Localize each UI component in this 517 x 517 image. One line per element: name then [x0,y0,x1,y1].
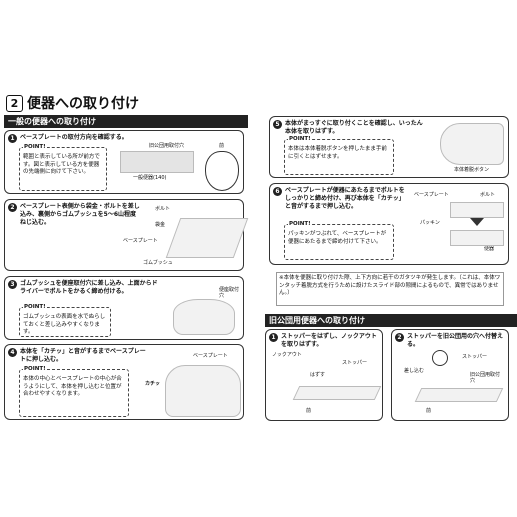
caution-note: ※本体を便器に取り付けた際、上下方向に若干のガタツキが発生します。（これは、本体… [276,272,504,306]
step-4: 4 本体を「カチッ」と音がするまでベースプレートに押し込む。 [8,348,146,364]
point-5-text: パッキンがつぶれて、ベースプレートが便器にあたるまで締め付けて下さい。 [288,231,387,245]
section-number: 2 [6,94,23,112]
step-1: 1 ベースプレートの取付方向を確認する。 [8,134,158,143]
sub-step-1-panel: 1 ストッパーをはずし、ノックアウトを取りはずす。 ノックアウト ストッパー は… [265,329,383,421]
push-label: 差し込む [404,368,425,374]
sub-step-2-panel: 2 ストッパーを旧公団用の穴へ付替える。 ストッパー 差し込む 旧公団用取付穴 … [391,329,509,421]
step-4-panel: 4 本体を「カチッ」と音がするまでベースプレートに押し込む。 POINT! 本体… [4,344,244,420]
point-label: POINT! [288,136,312,144]
point-label: POINT! [288,221,312,229]
bolt-label: ボルト [155,206,171,212]
s6-toilet-label: 便器 [484,246,495,252]
fukukin-label: 袋金 [155,222,166,228]
sub-step-2-number: 2 [395,333,404,342]
sub-step-1: 1 ストッパーをはずし、ノックアウトを取りはずす。 [269,333,379,349]
step-5-panel: 5 本体がまっすぐに取り付くことを確認し、いったん本体を取りはずす。 POINT… [269,116,509,178]
step-5-text: 本体がまっすぐに取り付くことを確認し、いったん本体を取りはずす。 [285,120,423,135]
step-3-text: ゴムブッシュを便座取付穴に差し込み、上面からドライバーでボルトをかるく締め付ける… [20,280,158,295]
sub-step-1-text: ストッパーをはずし、ノックアウトを取りはずす。 [281,333,377,348]
s5-button-label: 本体着脱ボタン [454,167,490,173]
plate-illustration-sub2 [414,388,504,402]
s1-front-label: 前 [219,143,225,149]
point-label: POINT! [23,304,47,312]
baseplate-label: ベースプレート [123,238,158,244]
step-1-panel: 1 ベースプレートの取付方向を確認する。 POINT! 範囲と表示している所が前… [4,130,244,194]
step-6: 6 ベースプレートが便器にあたるまでボルトをしっかりと締め付け、再び本体を「カチ… [273,187,407,211]
step-1-text: ベースプレートの取付方向を確認する。 [20,134,128,141]
step-2-panel: 2 ベースプレート表側から袋金・ボルトを差し込み、裏側からゴムブッシュを5～6山… [4,199,249,271]
down-arrow-icon [470,218,484,226]
step-4-number: 4 [8,348,17,357]
point-5-box: POINT! パッキンがつぶれて、ベースプレートが便器にあたるまで締め付けて下さ… [284,221,394,260]
step-3-panel: 3 ゴムブッシュを便座取付穴に差し込み、上面からドライバーでボルトをかるく締め付… [4,276,244,340]
baseplate-illustration-2 [165,218,249,258]
point-2-box: POINT! ゴムブッシュの表面を水でぬらしておくと差し込みやすくなります。 [19,304,111,337]
s6-packing-label: パッキン [420,220,440,226]
point-3-text: 本体の中心とベースプレートの中心が合うようにして、本体を押し込むと位置が合わせや… [23,376,122,397]
step-2: 2 ベースプレート表側から袋金・ボルトを差し込み、裏側からゴムブッシュを5～6山… [8,203,140,227]
step-1-number: 1 [8,134,17,143]
sub-step-2: 2 ストッパーを旧公団用の穴へ付替える。 [395,333,505,349]
old-hole-label: 旧公団用取付穴 [470,372,501,384]
s6-bolt-label: ボルト [480,192,496,198]
point-label: POINT! [23,144,47,152]
point-2-text: ゴムブッシュの表面を水でぬらしておくと差し込みやすくなります。 [23,314,106,335]
remove-label: はずす [310,372,326,378]
step-6-text: ベースプレートが便器にあたるまでボルトをしっかりと締め付け、再び本体を「カチッ」… [285,187,405,210]
sub-step-1-number: 1 [269,333,278,342]
step-4-text: 本体を「カチッ」と音がするまでベースプレートに押し込む。 [20,348,146,363]
toilet-seat-illustration [173,299,235,335]
section-header: 2 便器への取り付け [6,93,139,113]
step-3: 3 ゴムブッシュを便座取付穴に差し込み、上面からドライバーでボルトをかるく締め付… [8,280,158,296]
stopper-label-1: ストッパー [342,360,368,366]
step-5: 5 本体がまっすぐに取り付くことを確認し、いったん本体を取りはずす。 [273,120,423,136]
front-label-1: 前 [306,408,312,414]
s6-plate-label: ベースプレート [414,192,449,198]
unit-removal-illustration [440,123,504,165]
sub-step-2-text: ストッパーを旧公団用の穴へ付替える。 [407,333,504,348]
step-6-number: 6 [273,187,282,196]
point-3-box: POINT! 本体の中心とベースプレートの中心が合うようにして、本体を押し込むと… [19,366,129,417]
stopper-label-2: ストッパー [462,354,488,360]
point-1-text: 範囲と表示している所が前方です。図と表示している方を便器の先端側に向けて下さい。 [23,154,100,175]
point-4-box: POINT! 本体は本体着脱ボタンを押したまま手前に引くとはずせます。 [284,136,394,175]
gombush-label: ゴムブッシュ [143,260,173,266]
s1-bottom-label: 一般便器(140) [133,175,167,181]
plate-illustration-sub1 [292,386,382,400]
s4-click-label: カチッ [145,381,161,387]
s4-plate-label: ベースプレート [193,353,228,359]
step-2-text: ベースプレート表側から袋金・ボルトを差し込み、裏側からゴムブッシュを5～6山程度… [20,203,140,226]
section-title: 便器への取り付け [27,96,139,112]
step-5-number: 5 [273,120,282,129]
toilet-top-illustration [205,151,239,191]
step-3-number: 3 [8,280,17,289]
knockout-label: ノックアウト [272,352,302,358]
right-section-bar: 旧公団用便器への取り付け [265,314,517,327]
point-4-text: 本体は本体着脱ボタンを押したまま手前に引くとはずせます。 [288,146,387,160]
bolt-section-top [450,202,504,218]
point-1-box: POINT! 範囲と表示している所が前方です。図と表示している方を便器の先端側に… [19,144,107,191]
s3-hole-label: 便座取付穴 [219,287,240,299]
baseplate-illustration-1 [120,151,194,173]
step-6-panel: 6 ベースプレートが便器にあたるまでボルトをしっかりと締め付け、再び本体を「カチ… [269,183,509,265]
point-label: POINT! [23,366,47,374]
toilet-unit-illustration [165,365,241,417]
s1-top-label: 旧公団用取付穴 [149,143,185,149]
front-label-2: 前 [426,408,432,414]
stopper-ring-icon [432,350,448,366]
left-section-bar: 一般の便器への取り付け [4,115,248,128]
step-2-number: 2 [8,203,17,212]
bolt-section-bottom [450,230,504,246]
